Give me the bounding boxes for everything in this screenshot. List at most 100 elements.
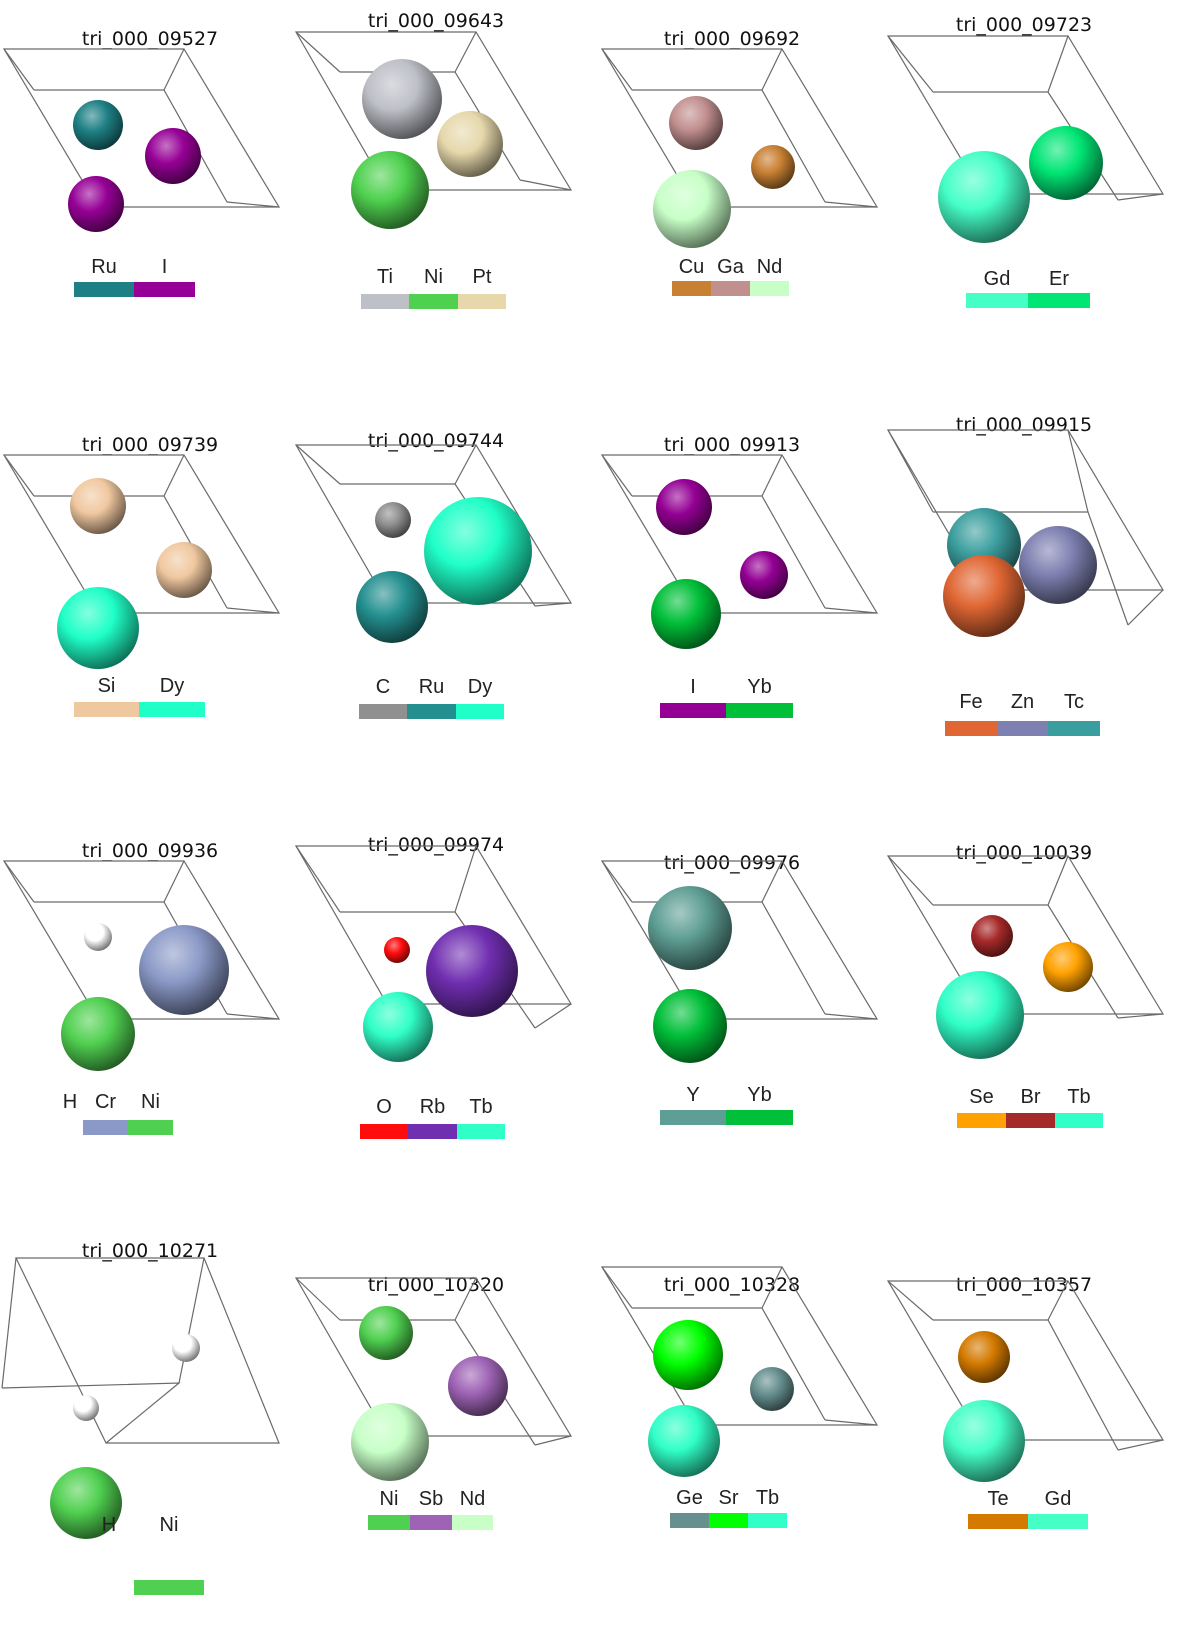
atom-fe — [943, 555, 1025, 637]
cell-edge — [2, 454, 281, 614]
atom-cr — [139, 925, 229, 1015]
atom-yb — [653, 989, 727, 1063]
legend-swatch — [134, 282, 195, 297]
legend-swatch — [407, 704, 456, 719]
unit-cell-diagram — [2, 48, 281, 232]
cell-edge — [600, 48, 879, 208]
legend-label: Nd — [459, 1488, 486, 1510]
legend-label: Ru — [418, 676, 445, 698]
atom-o — [384, 937, 410, 963]
atom-se — [1043, 942, 1093, 992]
unit-cell-diagram — [600, 860, 879, 1063]
legend-label: H — [101, 1514, 117, 1536]
atom-si — [70, 478, 126, 534]
unit-cell-diagram — [1, 1257, 280, 1539]
atom-dy — [57, 587, 139, 669]
legend-swatch — [359, 704, 407, 719]
legend-label: Ge — [676, 1487, 703, 1509]
legend-label: Sb — [418, 1488, 444, 1510]
legend-label: C — [375, 676, 391, 698]
atom-c — [375, 502, 411, 538]
legend-swatch — [456, 704, 504, 719]
legend-swatch — [672, 281, 711, 296]
legend-label: Ti — [377, 266, 393, 288]
legend-swatch — [74, 282, 134, 297]
atom-ge — [750, 1367, 794, 1411]
cell-edge — [295, 845, 341, 913]
atom-ru — [356, 571, 428, 643]
legend-swatch — [360, 1124, 408, 1139]
legend-label: Tb — [469, 1096, 493, 1118]
legend-swatch — [997, 721, 1048, 736]
cell-edge — [226, 1013, 280, 1020]
legend-label: I — [161, 256, 168, 278]
atom-i — [656, 479, 712, 535]
legend-label: Te — [987, 1488, 1009, 1510]
legend-swatch — [1006, 1113, 1055, 1128]
atom-gd — [938, 151, 1030, 243]
atom-ni — [61, 997, 135, 1071]
cell-edge — [163, 48, 185, 91]
legend-swatch — [134, 1580, 204, 1595]
atom-dy — [424, 497, 532, 605]
atom-y — [648, 886, 732, 970]
atom-i — [740, 551, 788, 599]
legend-swatch — [957, 1113, 1006, 1128]
legend-label: Rb — [419, 1096, 446, 1118]
legend-label: Tb — [755, 1487, 780, 1509]
atom-h — [172, 1334, 200, 1362]
structure-title: tri_000_10328 — [663, 1274, 801, 1296]
cell-edge — [601, 860, 633, 903]
legend-label: Y — [686, 1084, 700, 1106]
cell-edge — [295, 31, 341, 73]
cell-edge — [761, 454, 783, 497]
atom-pt — [437, 111, 503, 177]
cell-edge — [295, 1277, 341, 1321]
legend-label: I — [690, 676, 696, 698]
cell-edge — [3, 860, 35, 903]
cell-edge — [454, 31, 477, 73]
legend-label: Cr — [94, 1091, 117, 1113]
legend-label: Pt — [472, 266, 492, 288]
cell-edge — [1067, 429, 1089, 513]
cell-edge — [2, 860, 281, 1020]
atom-ni — [351, 151, 429, 229]
legend-swatch — [452, 1515, 493, 1530]
cell-edge — [600, 860, 879, 1020]
cell-edge — [226, 201, 280, 208]
legend-label: Ni — [159, 1514, 179, 1536]
cell-edge — [178, 1257, 205, 1384]
legend-label: Fe — [959, 691, 983, 713]
legend-swatch — [748, 1513, 787, 1528]
legend-label: Sr — [718, 1487, 739, 1509]
legend-swatch — [83, 1120, 128, 1135]
legend-label: Ru — [91, 256, 117, 278]
legend-label: Ga — [717, 256, 744, 278]
legend-swatch — [1055, 1113, 1103, 1128]
atom-sr — [653, 1320, 723, 1390]
cell-edge — [761, 48, 783, 91]
cell-edge — [761, 860, 783, 903]
legend-label: Dy — [159, 675, 185, 697]
cell-edge — [887, 855, 934, 906]
cell-edge — [601, 1266, 633, 1309]
structure-title: tri_000_09723 — [955, 14, 1093, 36]
atom-i — [145, 128, 201, 184]
cell-edge — [1, 1257, 17, 1389]
legend-swatch — [368, 1515, 410, 1530]
cell-edge — [3, 454, 35, 497]
atom-ga — [669, 96, 723, 150]
legend-label: Nd — [756, 256, 783, 278]
cell-edge — [454, 845, 477, 913]
cell-edge — [1127, 589, 1164, 626]
legend-label: H — [62, 1091, 78, 1113]
atom-h — [84, 923, 112, 951]
structure-title: tri_000_09643 — [367, 10, 505, 32]
legend-label: Tb — [1067, 1086, 1091, 1108]
